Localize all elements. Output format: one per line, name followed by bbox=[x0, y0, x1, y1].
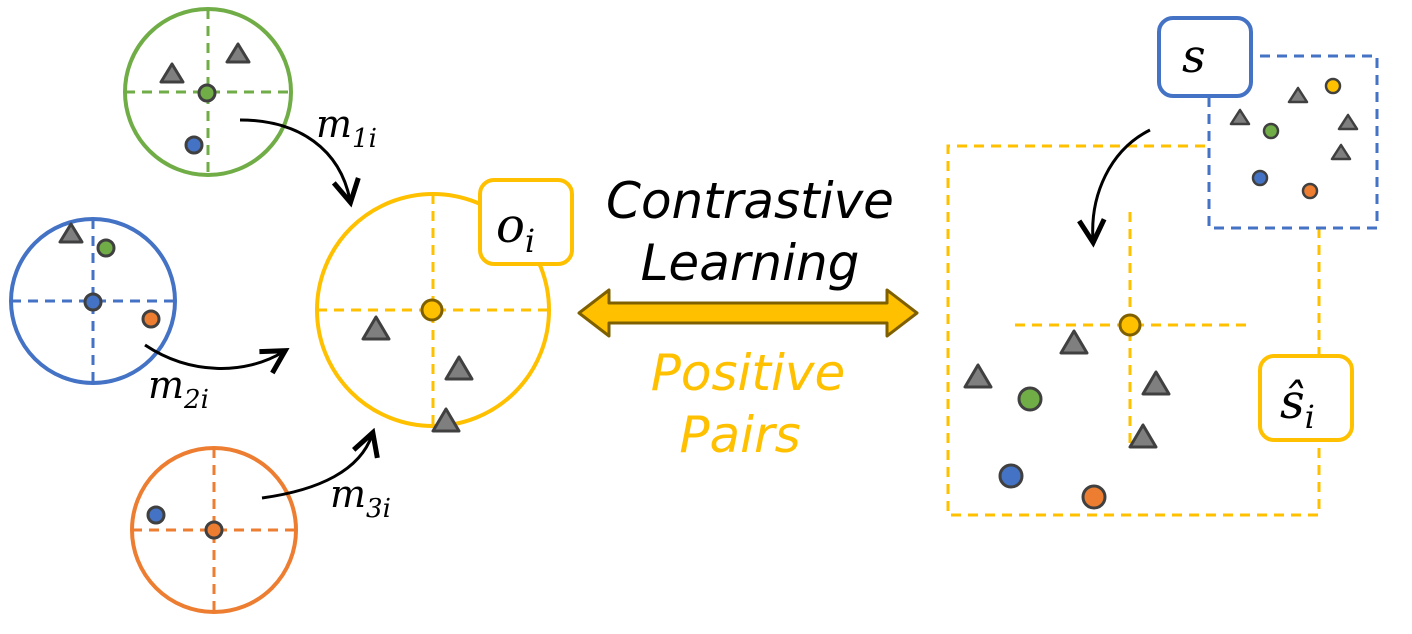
svg-text:s: s bbox=[1182, 29, 1206, 83]
label-m3: m3i bbox=[330, 472, 391, 524]
point-orange bbox=[1301, 182, 1319, 200]
label-pairs: Pairs bbox=[679, 406, 800, 464]
label-m2: m2i bbox=[148, 363, 209, 415]
point-orange bbox=[1081, 484, 1107, 510]
triangle-marker bbox=[58, 222, 84, 244]
point-blue bbox=[1251, 169, 1269, 187]
triangle-marker bbox=[444, 355, 474, 381]
label-box-s-hat: ŝi bbox=[1258, 354, 1354, 442]
point-gold bbox=[1118, 313, 1142, 337]
view-circle-blue bbox=[9, 217, 177, 385]
point-blue bbox=[146, 505, 166, 525]
point-blue bbox=[83, 292, 103, 312]
point-green bbox=[96, 238, 116, 258]
triangle-marker bbox=[1337, 113, 1359, 131]
label-learning: Learning bbox=[641, 234, 860, 292]
arrow-m1 bbox=[239, 118, 350, 200]
triangle-marker bbox=[963, 363, 993, 389]
point-green bbox=[197, 83, 217, 103]
label-box-s: s bbox=[1157, 16, 1253, 98]
label-m1: m1i bbox=[316, 102, 377, 154]
svg-text:oi: oi bbox=[496, 198, 535, 260]
point-gold bbox=[1324, 77, 1342, 95]
arrow-s bbox=[1093, 128, 1151, 240]
triangle-marker bbox=[159, 62, 185, 84]
arrow-m2 bbox=[144, 343, 283, 368]
svg-text:ŝi: ŝi bbox=[1280, 374, 1315, 436]
point-orange bbox=[141, 309, 161, 329]
triangle-marker bbox=[225, 42, 251, 64]
point-orange bbox=[204, 520, 224, 540]
point-blue bbox=[998, 463, 1024, 489]
triangle-marker bbox=[1059, 329, 1089, 355]
view-circle-green bbox=[123, 7, 293, 177]
triangle-marker bbox=[1128, 423, 1158, 449]
arrow-m3 bbox=[261, 435, 372, 500]
label-contrastive: Contrastive bbox=[606, 172, 894, 230]
triangle-marker bbox=[361, 315, 391, 341]
triangle-marker bbox=[431, 407, 461, 433]
double-arrow bbox=[577, 288, 919, 338]
label-positive: Positive bbox=[651, 344, 846, 402]
region-s-hat bbox=[946, 144, 1321, 517]
point-green bbox=[1262, 122, 1280, 140]
triangle-marker bbox=[1229, 108, 1251, 126]
triangle-marker bbox=[1330, 143, 1352, 161]
point-blue bbox=[184, 135, 204, 155]
triangle-marker bbox=[1287, 86, 1309, 104]
triangle-marker bbox=[1141, 370, 1171, 396]
point-green bbox=[1017, 386, 1043, 412]
point-gold bbox=[420, 298, 444, 322]
view-circle-orange bbox=[130, 446, 298, 614]
view-circle-gold bbox=[315, 192, 551, 433]
label-box-o: oi bbox=[478, 178, 574, 266]
